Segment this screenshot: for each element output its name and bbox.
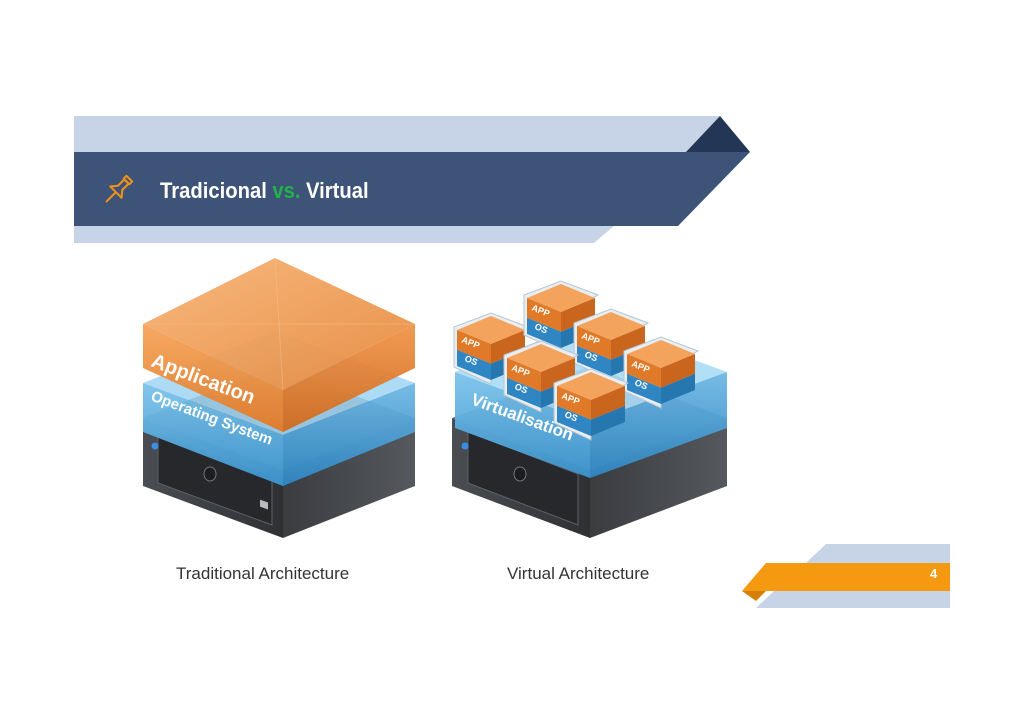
power-led xyxy=(151,442,159,450)
power-led xyxy=(461,442,469,450)
vm-os-label: OS xyxy=(533,321,549,335)
title-virtual: Virtual xyxy=(306,178,369,203)
vm-os-label: OS xyxy=(513,381,529,395)
title-banner xyxy=(74,116,750,243)
application-layer xyxy=(143,257,415,432)
title-traditional: Tradicional xyxy=(160,178,267,203)
virtual-stack: Virtualisation APPOSAPPOSAPPOSAPPOSAPPOS… xyxy=(452,280,727,538)
caption-traditional: Traditional Architecture xyxy=(176,564,350,583)
banner-corner xyxy=(686,116,750,152)
vm-os-label: OS xyxy=(563,409,579,423)
page-number: 4 xyxy=(930,566,938,581)
banner-top-strip xyxy=(74,116,720,152)
title-vs: vs. xyxy=(272,178,301,203)
vm-os-label: OS xyxy=(583,349,599,363)
vm-os-label: OS xyxy=(633,377,649,391)
banner-main xyxy=(74,152,750,226)
vm-os-label: OS xyxy=(463,353,479,367)
pushpin-icon xyxy=(105,174,134,203)
banner-bottom-strip xyxy=(74,226,614,243)
caption-virtual: Virtual Architecture xyxy=(507,564,650,583)
traditional-stack: Application Operating System xyxy=(143,257,415,538)
footer-bottom-strip xyxy=(756,591,950,608)
footer-top-strip xyxy=(806,544,950,563)
footer-accent xyxy=(742,563,950,591)
footer-fold xyxy=(742,591,766,601)
